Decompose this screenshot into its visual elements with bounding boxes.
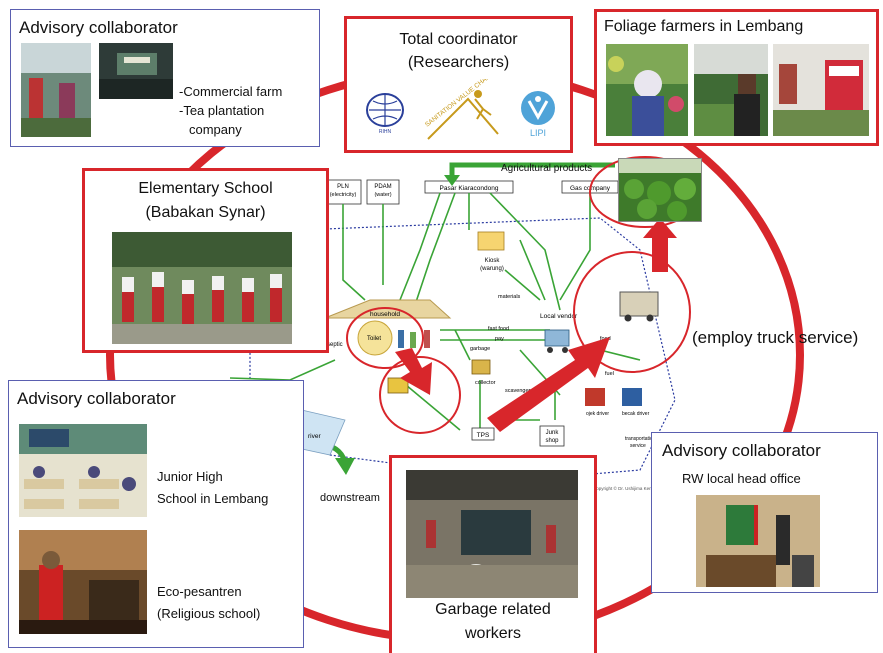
rihn-logo-text: RIHN: [379, 129, 392, 135]
kiosk-label: Kiosk: [485, 258, 501, 264]
becak-icon: [622, 388, 642, 406]
local-vendor-label: Local vendor: [540, 313, 578, 320]
rihn-logo-icon: RIHN: [361, 91, 409, 135]
transport-label: transportation: [625, 436, 656, 442]
septic-label: septic: [327, 342, 343, 348]
collector-label: collector: [475, 380, 496, 386]
highlight-circle-truck: [573, 251, 691, 373]
junk-label: Junk: [546, 430, 560, 436]
garbage-cart-icon: [387, 377, 409, 394]
downstream-label: downstream: [320, 492, 380, 504]
elementary-school-box: Elementary School (Babakan Synar): [82, 168, 329, 353]
lipi-logo-icon: LIPI: [517, 89, 559, 139]
junior-high-line-2: School in Lembang: [157, 491, 269, 506]
advisory-left-title: Advisory collaborator: [17, 389, 176, 408]
advisory-top-line-1: -Commercial farm: [179, 84, 283, 99]
pdam-label: PDAM: [374, 184, 391, 190]
person-icon: [424, 330, 430, 348]
farm-photo: [21, 43, 91, 137]
pln-label: PLN: [337, 184, 349, 190]
vendor-cart-icon: [544, 329, 570, 347]
plantation-photo: [99, 43, 173, 99]
advisory-right-subtitle: RW local head office: [682, 471, 801, 486]
elementary-title: Elementary School: [138, 180, 273, 197]
eco-pesantren-line-1: Eco-pesantren: [157, 584, 242, 599]
red-arrow-tps-truck: [487, 337, 610, 432]
sanitation-logo-text: SANITATION VALUE CHAIN: [424, 79, 494, 129]
junk-sublabel: shop: [545, 438, 559, 444]
scavenger-label: scavenger: [505, 388, 531, 394]
kiosk-icon: [477, 231, 505, 251]
foliage-title: Foliage farmers in Lembang: [604, 18, 804, 35]
toilet-icon: [357, 320, 393, 356]
person-icon: [410, 332, 416, 348]
transport-sublabel: service: [630, 443, 646, 449]
red-arrow-household-cart: [395, 348, 432, 395]
highlight-circle-cart: [379, 356, 461, 434]
ojek-icon: [585, 388, 605, 406]
agri-arrow-head: [444, 175, 460, 186]
fuel-label: fuel: [605, 371, 614, 377]
elementary-subtitle: (Babakan Synar): [145, 204, 266, 221]
materials-label: materials: [498, 294, 521, 300]
fast-food-label: fast food: [488, 326, 509, 332]
lipi-logo-text: LIPI: [530, 128, 546, 138]
advisory-right-title: Advisory collaborator: [662, 441, 821, 460]
advisory-collaborator-left: Advisory collaborator Junior High School…: [8, 380, 304, 648]
sanitation-value-chain-logo-icon: SANITATION VALUE CHAIN: [423, 72, 503, 145]
pay-label: pay: [495, 336, 504, 342]
total-coordinator-box: Total coordinator (Researchers) RIHN SAN…: [344, 16, 573, 153]
junior-high-line-1: Junior High: [157, 469, 223, 484]
kiosk-sublabel: (warung): [480, 266, 504, 272]
community-boundary: [249, 217, 676, 481]
toilet-label: Toilet: [367, 336, 381, 342]
downstream-arrow-head: [335, 458, 355, 475]
tea-field-photo: [618, 158, 702, 222]
collector-cart-icon: [471, 359, 491, 375]
pasar-label: Pasar Kiaracondong: [440, 185, 499, 192]
river-label: river: [308, 433, 321, 440]
household-label: household: [370, 311, 400, 318]
rw-office-photo: [696, 495, 820, 587]
garbage-site-photo: [406, 470, 578, 598]
flow-lines: [229, 192, 641, 431]
copyright-label: copyright © Dr. Ushijima Ken: [594, 485, 652, 491]
garbage-title-line-2: workers: [464, 625, 521, 642]
becak-label: becak driver: [622, 411, 650, 417]
truck-icon: [619, 291, 659, 317]
agri-products-label: Agricultural products: [501, 163, 593, 174]
advisory-top-title: Advisory collaborator: [19, 18, 178, 37]
garbage-title-line-1: Garbage related: [435, 601, 551, 618]
farmer-woman-photo: [606, 44, 688, 136]
foliage-farmers-box: Foliage farmers in Lembang: [594, 9, 879, 146]
schoolchildren-photo: [112, 232, 292, 344]
tps-label: TPS: [477, 432, 490, 439]
eco-pesantren-line-2: (Religious school): [157, 606, 261, 621]
agri-arrow-line: [449, 162, 615, 178]
advisory-collaborator-top: Advisory collaborator -Commercial farm -…: [10, 9, 320, 147]
coordinator-title: Total coordinator: [399, 31, 518, 48]
highlight-circle-toilet: [346, 307, 424, 369]
pdam-sublabel: (water): [374, 192, 391, 198]
pdam-box: [366, 179, 400, 205]
coordinator-subtitle: (Researchers): [407, 54, 510, 71]
junk-shop-box: [539, 425, 565, 447]
advisory-top-line-2: -Tea plantation: [179, 103, 265, 118]
tps-box: [471, 427, 495, 441]
advisory-collaborator-right: Advisory collaborator RW local head offi…: [651, 432, 878, 593]
junior-high-photo: [19, 424, 147, 517]
advisory-top-line-3: company: [189, 122, 242, 137]
eco-pesantren-photo: [19, 530, 147, 634]
greenhouse-photo: [694, 44, 768, 136]
ojek-label: ojek driver: [586, 411, 609, 417]
truck-service-label: (employ truck service): [692, 328, 859, 347]
pln-sublabel: (electricity): [330, 192, 357, 198]
garbage-flow-label: garbage: [470, 346, 490, 352]
red-arrow-truck-field: [643, 218, 677, 272]
pln-box: [324, 179, 362, 205]
person-icon: [398, 330, 404, 348]
poinsettia-photo: [773, 44, 869, 136]
garbage-workers-box: Garbage related workers: [389, 455, 597, 653]
